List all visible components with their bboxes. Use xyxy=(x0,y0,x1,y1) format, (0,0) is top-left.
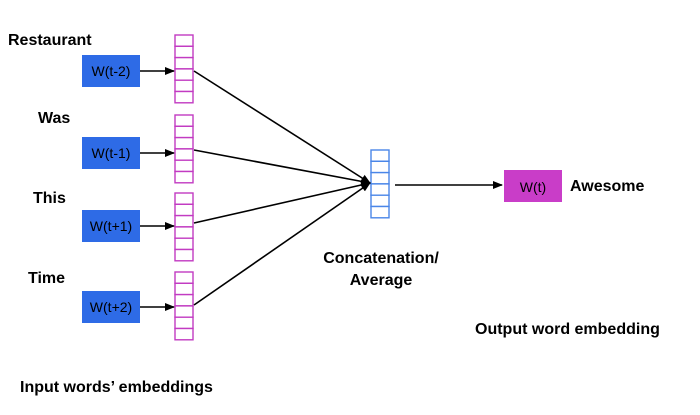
projection-arrow-2 xyxy=(193,181,371,224)
input-caption: Input words’ embeddings xyxy=(20,379,213,396)
output-word-box xyxy=(504,170,562,202)
input-embedding-cell xyxy=(174,316,194,330)
input-embedding-cell xyxy=(174,203,194,217)
input-embedding-cell xyxy=(174,271,194,285)
input-embedding-cell xyxy=(174,170,194,184)
input-word-box-3 xyxy=(82,291,140,323)
input-box-label-1: W(t-1) xyxy=(92,145,131,161)
input-embedding-cell xyxy=(174,226,194,239)
input-embedding-cell xyxy=(174,248,194,262)
hidden-embedding-cell xyxy=(370,171,390,185)
input-embedding-cell xyxy=(174,293,194,307)
input-embedding-cell xyxy=(174,79,194,93)
hidden-embedding-cell xyxy=(370,149,390,163)
output-caption: Output word embedding xyxy=(475,321,660,338)
input-embedding-cell xyxy=(174,237,194,251)
input-word-box-0 xyxy=(82,55,140,87)
hidden-embedding-cell xyxy=(370,194,390,208)
input-embedding-cell xyxy=(174,114,194,128)
input-word-3: Time xyxy=(28,270,65,287)
projection-arrow-3 xyxy=(193,182,371,306)
input-embedding-cell xyxy=(174,45,194,59)
hidden-embedding-cell xyxy=(370,183,390,196)
input-word-0: Restaurant xyxy=(8,32,92,49)
input-embedding-cell xyxy=(174,159,194,173)
input-embedding-cell xyxy=(174,125,194,139)
input-embedding-cell xyxy=(174,56,194,70)
input-box-label-3: W(t+2) xyxy=(90,299,132,315)
input-word-1: Was xyxy=(38,110,70,127)
hidden-embedding-cell xyxy=(370,205,390,219)
input-word-2: This xyxy=(33,190,66,207)
hidden-label-line1: Concatenation/ xyxy=(323,250,439,267)
input-box-label-2: W(t+1) xyxy=(90,218,132,234)
projection-arrow-0 xyxy=(193,70,371,184)
input-embedding-cell xyxy=(174,214,194,228)
input-word-box-1 xyxy=(82,137,140,169)
input-embedding-cell xyxy=(174,136,194,150)
input-embedding-cell xyxy=(174,34,194,48)
input-embedding-cell xyxy=(174,90,194,104)
input-embedding-cell xyxy=(174,192,194,206)
input-embedding-cell xyxy=(174,68,194,81)
hidden-embedding-cell xyxy=(370,160,390,174)
input-word-box-2 xyxy=(82,210,140,242)
output-box-label: W(t) xyxy=(520,179,546,195)
input-embedding-cell xyxy=(174,148,194,161)
projection-arrow-1 xyxy=(193,149,371,186)
output-word: Awesome xyxy=(570,178,645,195)
input-embedding-cell xyxy=(174,282,194,296)
input-embedding-cell xyxy=(174,327,194,341)
input-embedding-cell xyxy=(174,305,194,318)
hidden-label-line2: Average xyxy=(350,272,413,289)
input-box-label-0: W(t-2) xyxy=(92,63,131,79)
